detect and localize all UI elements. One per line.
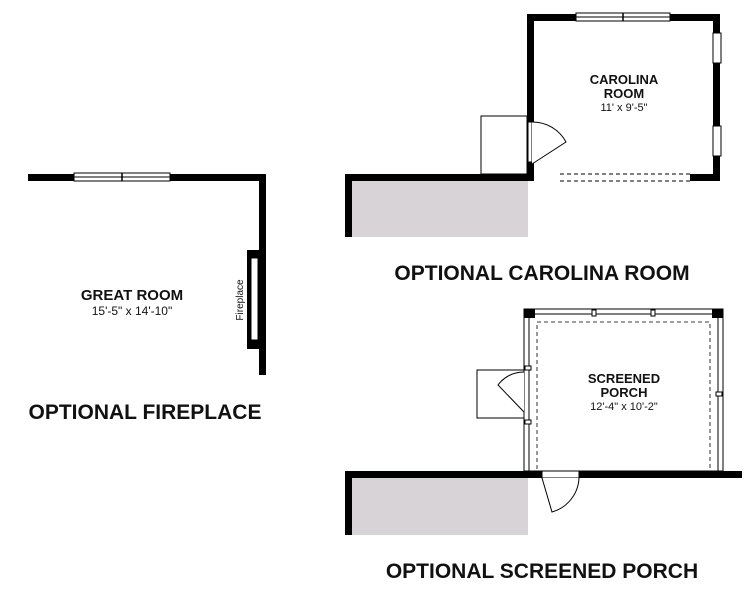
carolina-door-leaf <box>527 121 533 163</box>
porch-ceiling-dashed-line <box>536 321 711 472</box>
porch-house-door-leaf <box>541 470 580 479</box>
carolina-right-window-lower <box>712 125 722 157</box>
optional-fireplace-caption: OPTIONAL FIREPLACE <box>29 401 262 424</box>
carolina-stoop <box>480 115 528 175</box>
porch-post-left-1 <box>524 365 532 371</box>
porch-house-door-swing <box>541 477 580 513</box>
porch-name-line2: PORCH <box>601 385 648 400</box>
porch-screen-door-swing <box>497 371 525 413</box>
porch-post-left-2 <box>524 419 532 425</box>
fireplace-firebox <box>250 257 259 341</box>
carolina-room-right-wall <box>713 14 720 181</box>
screened-porch-plan: SCREENED PORCH 12'-4" x 10'-2" OPTIONAL … <box>345 308 742 583</box>
fireplace-label: Fireplace <box>235 279 246 321</box>
porch-house-side-wall <box>345 471 352 535</box>
porch-dimensions: 12'-4" x 10'-2" <box>590 401 658 413</box>
porch-post-right-1 <box>715 391 723 397</box>
optional-carolina-room-caption: OPTIONAL CAROLINA ROOM <box>394 262 689 285</box>
carolina-room-bottom-right-wall <box>690 174 720 181</box>
great-room-plan: Fireplace GREAT ROOM 15'-5" x 14'-10" OP… <box>28 172 266 424</box>
great-room-right-wall <box>259 174 266 375</box>
porch-corner-post-right <box>712 309 723 318</box>
carolina-room-name-line2: ROOM <box>604 86 644 101</box>
carolina-room-plan: CAROLINA ROOM 11' x 9'-5" OPTIONAL CAROL… <box>345 12 722 285</box>
porch-corner-post-left <box>524 309 535 318</box>
carolina-house-side-wall <box>345 174 352 237</box>
carolina-right-window-upper <box>712 32 722 64</box>
porch-post-top-1 <box>591 309 597 317</box>
carolina-room-name-line1: CAROLINA <box>590 72 659 87</box>
carolina-existing-house-area <box>352 181 528 237</box>
carolina-house-rear-wall <box>345 174 530 181</box>
carolina-room-dimensions: 11' x 9'-5" <box>600 102 647 114</box>
carolina-room-left-wall <box>527 14 534 181</box>
great-room-name: GREAT ROOM <box>81 287 183 304</box>
great-room-dimensions: 15'-5" x 14'-10" <box>92 304 172 318</box>
optional-screened-porch-caption: OPTIONAL SCREENED PORCH <box>386 560 698 583</box>
porch-existing-house-area <box>352 478 528 535</box>
carolina-door-swing <box>531 121 567 165</box>
porch-name-line1: SCREENED <box>588 371 660 386</box>
porch-post-top-2 <box>650 309 656 317</box>
